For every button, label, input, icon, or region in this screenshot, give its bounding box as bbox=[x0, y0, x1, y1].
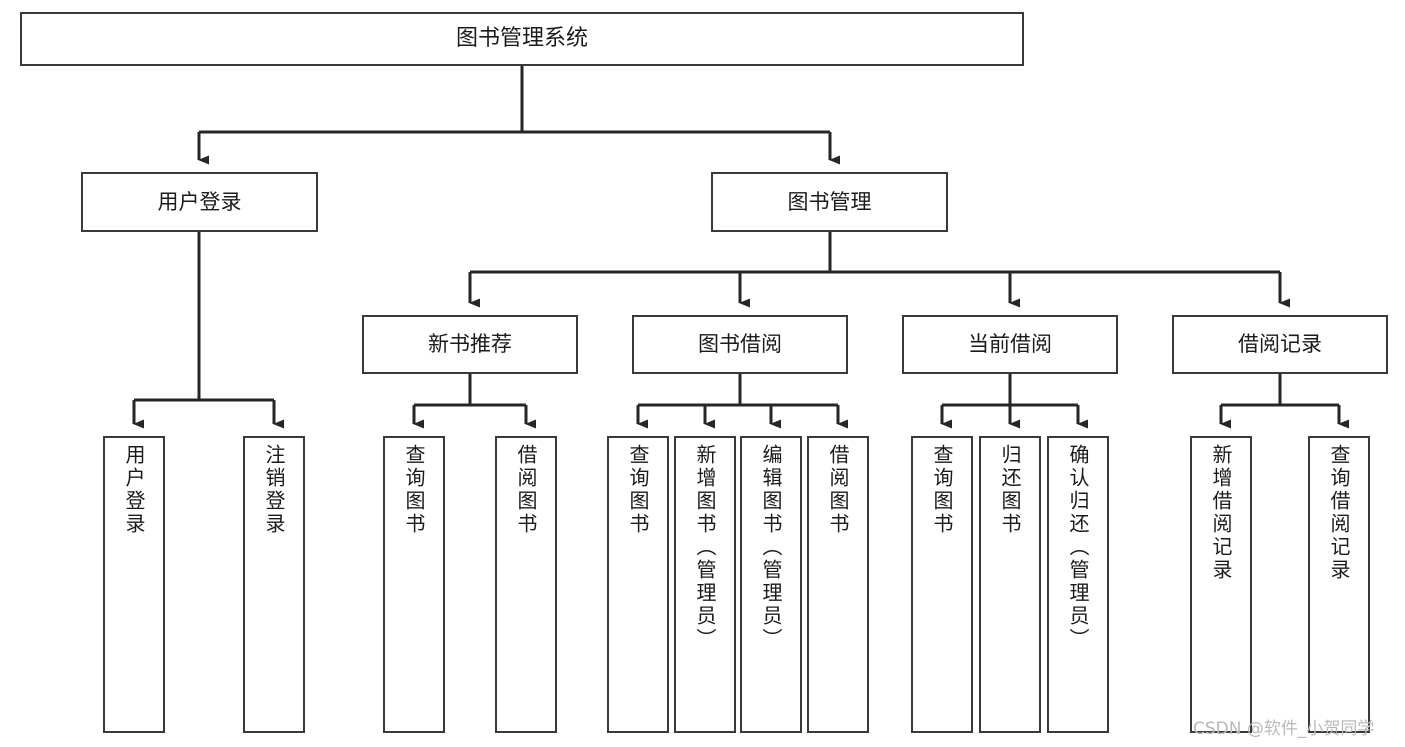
node-label: 当前借阅 bbox=[968, 332, 1052, 357]
node-label: 新增图书（管理员） bbox=[693, 444, 717, 651]
node-root-system[interactable]: 图书管理系统 bbox=[20, 12, 1024, 66]
node-label: 用户登录 bbox=[157, 189, 242, 214]
node-label: 图书管理系统 bbox=[455, 26, 588, 52]
node-label: 新书推荐 bbox=[428, 332, 512, 357]
leaf-user-login-1[interactable]: 注销登录 bbox=[243, 436, 305, 733]
node-label: 注销登录 bbox=[262, 444, 286, 536]
node-current-borrow[interactable]: 当前借阅 bbox=[902, 315, 1118, 374]
leaf-current-borrow-0[interactable]: 查询图书 bbox=[911, 436, 973, 733]
leaf-borrow-record-1[interactable]: 查询借阅记录 bbox=[1308, 436, 1370, 733]
leaf-current-borrow-2[interactable]: 确认归还（管理员） bbox=[1047, 436, 1109, 733]
node-book-borrow[interactable]: 图书借阅 bbox=[632, 315, 848, 374]
node-label: 查询图书 bbox=[626, 444, 650, 536]
node-label: 查询借阅记录 bbox=[1327, 444, 1351, 582]
node-label: 借阅记录 bbox=[1238, 332, 1322, 357]
node-label: 查询图书 bbox=[930, 444, 954, 536]
node-label: 借阅图书 bbox=[514, 444, 538, 536]
node-label: 查询图书 bbox=[402, 444, 426, 536]
node-label: 图书借阅 bbox=[698, 332, 782, 357]
leaf-book-borrow-0[interactable]: 查询图书 bbox=[607, 436, 669, 733]
node-label: 借阅图书 bbox=[826, 444, 850, 536]
node-book-manage[interactable]: 图书管理 bbox=[711, 172, 948, 232]
node-label: 图书管理 bbox=[787, 189, 872, 214]
node-new-book-recommend[interactable]: 新书推荐 bbox=[362, 315, 578, 374]
node-user-login[interactable]: 用户登录 bbox=[81, 172, 318, 232]
node-label: 确认归还（管理员） bbox=[1066, 444, 1090, 651]
leaf-borrow-record-0[interactable]: 新增借阅记录 bbox=[1190, 436, 1252, 733]
leaf-user-login-0[interactable]: 用户登录 bbox=[103, 436, 165, 733]
node-label: 用户登录 bbox=[122, 444, 146, 536]
node-label: 归还图书 bbox=[998, 444, 1022, 536]
node-borrow-record[interactable]: 借阅记录 bbox=[1172, 315, 1388, 374]
watermark: CSDN @软件_小贺同学 bbox=[1193, 719, 1375, 739]
leaf-book-borrow-2[interactable]: 编辑图书（管理员） bbox=[740, 436, 802, 733]
leaf-current-borrow-1[interactable]: 归还图书 bbox=[979, 436, 1041, 733]
node-label: 编辑图书（管理员） bbox=[759, 444, 783, 651]
leaf-new-book-rec-0[interactable]: 查询图书 bbox=[383, 436, 445, 733]
leaf-book-borrow-3[interactable]: 借阅图书 bbox=[807, 436, 869, 733]
node-label: 新增借阅记录 bbox=[1209, 444, 1233, 582]
leaf-book-borrow-1[interactable]: 新增图书（管理员） bbox=[674, 436, 736, 733]
leaf-new-book-rec-1[interactable]: 借阅图书 bbox=[495, 436, 557, 733]
